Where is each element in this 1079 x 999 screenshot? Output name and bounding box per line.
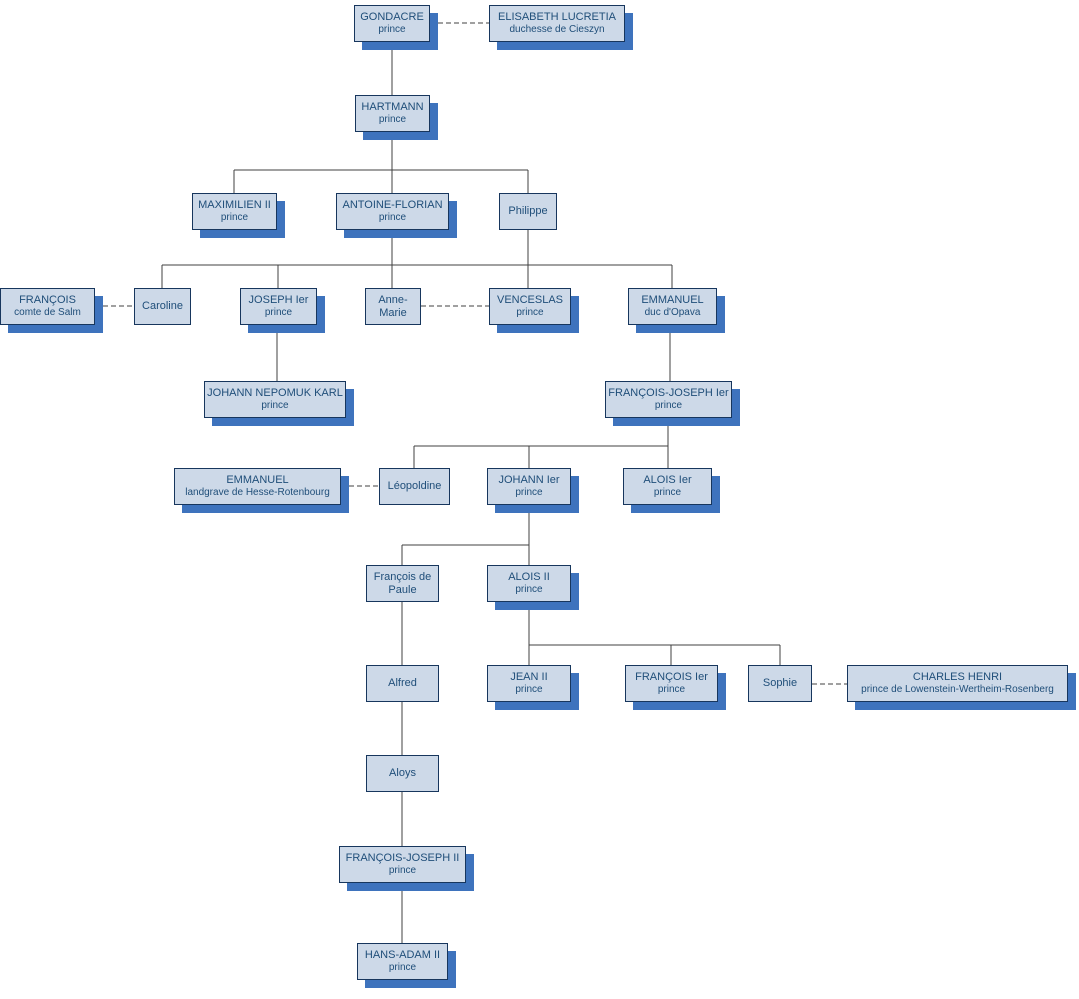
person-name: FRANÇOIS-JOSEPH Ier [608,387,729,399]
person-name: Caroline [142,300,183,312]
person-name: ALOIS Ier [643,474,692,486]
person-node-philippe[interactable]: Philippe [499,193,557,230]
person-title: prince [378,24,406,35]
person-title: duchesse de Cieszyn [509,24,605,35]
person-title: prince [515,584,543,595]
person-node-alois-ier[interactable]: ALOIS Ier prince [623,468,712,505]
person-name: ANTOINE-FLORIAN [342,199,443,211]
person-name: JEAN II [510,671,548,683]
person-name: HARTMANN [361,101,424,113]
person-node-emmanuel-hesse[interactable]: EMMANUEL landgrave de Hesse-Rotenbourg [174,468,341,505]
person-title: prince [516,307,544,318]
person-node-johann-ier[interactable]: JOHANN Ier prince [487,468,571,505]
person-name: JOHANN Ier [498,474,560,486]
person-name: EMMANUEL [641,294,704,306]
person-node-antoine-florian[interactable]: ANTOINE-FLORIAN prince [336,193,449,230]
person-node-francois-joseph-ier[interactable]: FRANÇOIS-JOSEPH Ier prince [605,381,732,418]
person-title: prince [515,487,543,498]
person-node-gondacre[interactable]: GONDACRE prince [354,5,430,42]
person-name: Léopoldine [387,480,442,492]
person-name: MAXIMILIEN II [198,199,271,211]
person-node-anne-marie[interactable]: Anne-Marie [365,288,421,325]
person-title: duc d'Opava [644,307,701,318]
person-name: FRANÇOIS [19,294,76,306]
person-title: landgrave de Hesse-Rotenbourg [185,487,330,498]
person-title: prince [654,400,683,411]
person-name: Alfred [388,677,417,689]
person-name: VENCESLAS [496,294,564,306]
person-node-alois-ii[interactable]: ALOIS II prince [487,565,571,602]
person-name: ELISABETH LUCRETIA [498,11,616,23]
person-node-leopoldine[interactable]: Léopoldine [379,468,450,505]
person-name: EMMANUEL [226,474,289,486]
person-name: JOSEPH Ier [248,294,309,306]
person-node-francois-salm[interactable]: FRANÇOIS comte de Salm [0,288,95,325]
person-name: GONDACRE [360,11,424,23]
person-node-jean-ii[interactable]: JEAN II prince [487,665,571,702]
person-node-hans-adam-ii[interactable]: HANS-ADAM II prince [357,943,448,980]
person-node-francois-joseph-ii[interactable]: FRANÇOIS-JOSEPH II prince [339,846,466,883]
person-title: prince [378,114,407,125]
person-name: Anne-Marie [378,293,408,319]
person-node-joseph-ier[interactable]: JOSEPH Ier prince [240,288,317,325]
person-node-sophie[interactable]: Sophie [748,665,812,702]
person-title: prince [220,212,249,223]
person-name: Sophie [762,677,798,689]
person-node-francois-ier[interactable]: FRANÇOIS Ier prince [625,665,718,702]
person-title: comte de Salm [14,307,81,318]
person-name: CHARLES HENRI [912,671,1003,683]
person-title: prince [388,865,417,876]
person-node-venceslas[interactable]: VENCESLAS prince [489,288,571,325]
person-title: prince [378,212,407,223]
person-title: prince [261,400,289,411]
person-node-maximilien-ii[interactable]: MAXIMILIEN II prince [192,193,277,230]
person-node-alfred[interactable]: Alfred [366,665,439,702]
person-title: prince [388,962,417,973]
person-title: prince [653,487,682,498]
person-node-elisabeth-lucretia[interactable]: ELISABETH LUCRETIA duchesse de Cieszyn [489,5,625,42]
person-node-francois-de-paule[interactable]: François de Paule [366,565,439,602]
person-title: prince [657,684,686,695]
person-name: François de Paule [373,570,432,596]
person-node-charles-henri[interactable]: CHARLES HENRI prince de Lowenstein-Werth… [847,665,1068,702]
person-name: Philippe [508,205,548,217]
person-name: HANS-ADAM II [364,949,441,961]
person-node-caroline[interactable]: Caroline [134,288,191,325]
person-name: Aloys [389,767,416,779]
person-title: prince [264,307,293,318]
person-node-hartmann[interactable]: HARTMANN prince [355,95,430,132]
person-node-johann-nepomuk-karl[interactable]: JOHANN NEPOMUK KARL prince [204,381,346,418]
person-title: prince de Lowenstein-Wertheim-Rosenberg [861,684,1054,695]
person-name: JOHANN NEPOMUK KARL [207,387,343,399]
person-node-aloys[interactable]: Aloys [366,755,439,792]
person-name: ALOIS II [508,571,550,583]
person-title: prince [515,684,543,695]
person-node-emmanuel-opava[interactable]: EMMANUEL duc d'Opava [628,288,717,325]
person-name: FRANÇOIS Ier [635,671,708,683]
person-name: FRANÇOIS-JOSEPH II [345,852,460,864]
